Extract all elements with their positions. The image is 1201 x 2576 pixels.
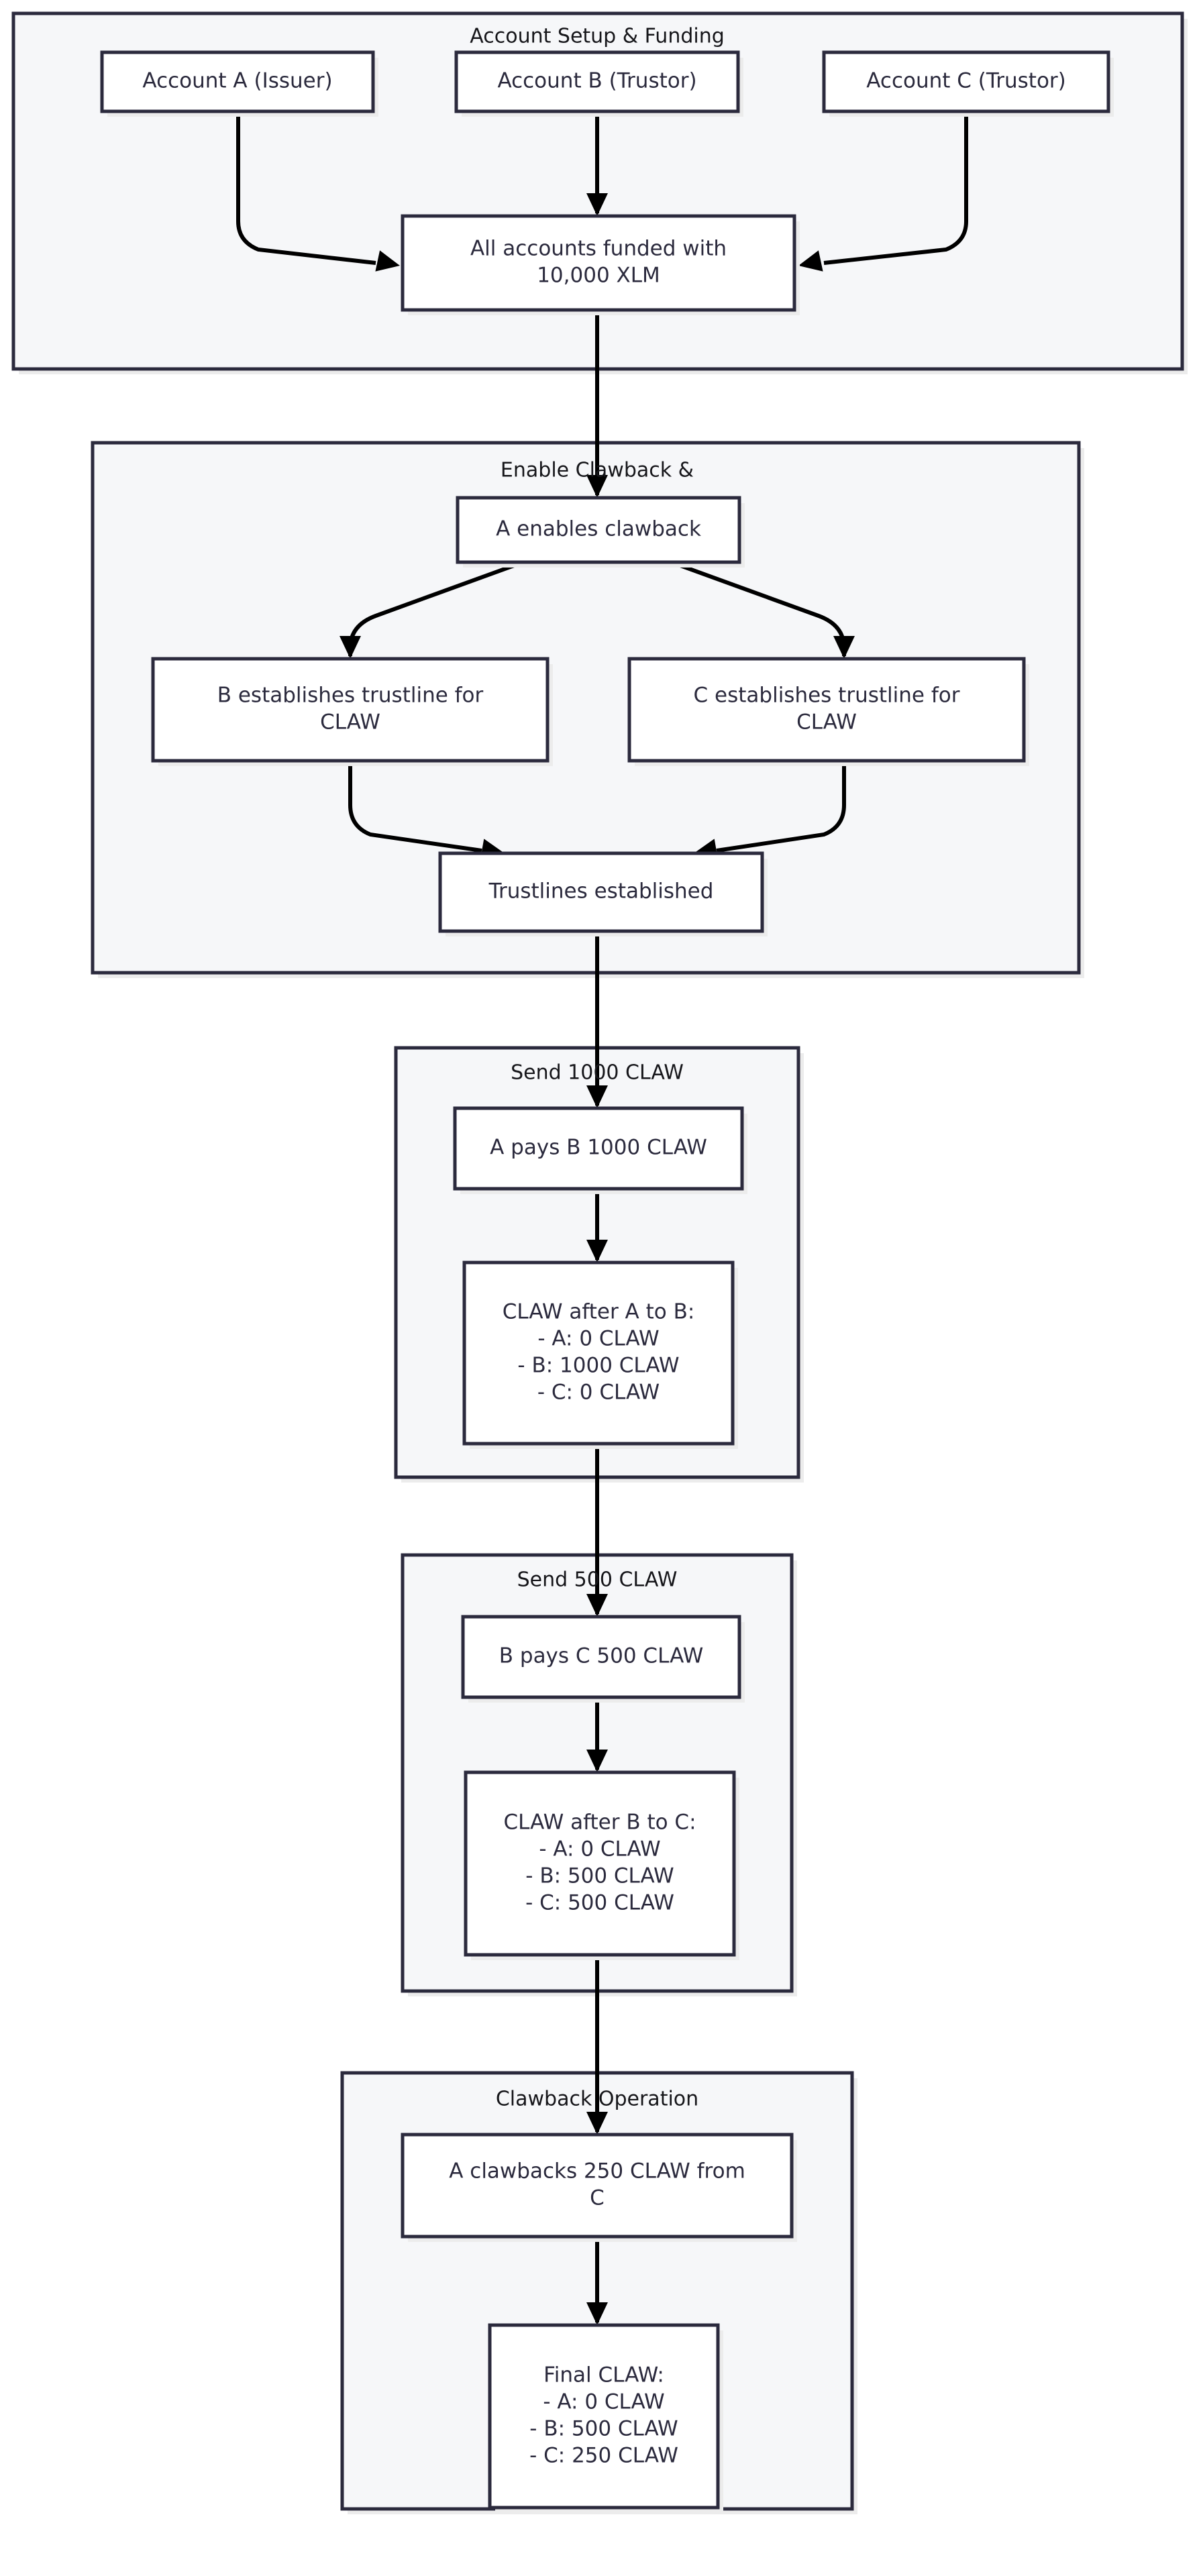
account-b-node-label-line-0: Account B (Trustor) [497, 69, 696, 93]
edge-balance2-to-clawback-arrowhead-icon [586, 2112, 608, 2135]
all-accounts-funded-node-label-line-0: All accounts funded with [470, 237, 727, 261]
final-claw-node[interactable]: Final CLAW: - A: 0 CLAW - B: 500 CLAW - C: … [488, 2323, 723, 2513]
edge-clawback-to-final-arrowhead-icon [586, 2302, 608, 2325]
a-enables-clawback-node[interactable]: A enables clawback [456, 496, 745, 568]
node-layer: Account A (Issuer) Account B (Trustor) Acc… [100, 50, 1114, 2513]
final-claw-node-label-line-1: - A: 0 CLAW [543, 2390, 664, 2414]
edge-balance1-to-b-pays-c [586, 1444, 608, 1617]
trustlines-established-node-box[interactable] [438, 851, 764, 933]
edge-account-c-to-funded [798, 111, 968, 272]
claw-after-b-to-c-node-label-line-0: CLAW after B to C: [503, 1811, 696, 1835]
all-accounts-funded-node[interactable]: All accounts funded with 10,000 XLM [401, 214, 800, 315]
b-establishes-trustline-node-label-line-1: CLAW [320, 710, 380, 735]
edge-a-pays-b-to-balance-arrowhead-icon [586, 1240, 608, 1263]
all-accounts-funded-node-box[interactable] [401, 214, 796, 312]
a-pays-b-node-label-line-0: A pays B 1000 CLAW [490, 1136, 707, 1160]
edge-b-trustline-to-established-line [348, 761, 482, 853]
account-a-node-box[interactable] [100, 50, 375, 113]
cluster-send-1000-title: Send 1000 CLAW [511, 1061, 684, 1085]
a-pays-b-node[interactable]: A pays B 1000 CLAW [453, 1106, 747, 1194]
all-accounts-funded-node-label-line-1: 10,000 XLM [537, 264, 660, 288]
b-establishes-trustline-node-box[interactable] [151, 657, 550, 763]
account-a-node[interactable]: Account A (Issuer) [100, 50, 378, 117]
claw-after-b-to-c-node-box[interactable] [464, 1770, 736, 1957]
final-claw-node-label-line-0: Final CLAW: [543, 2363, 664, 2387]
b-pays-c-node-label-line-0: B pays C 500 CLAW [499, 1644, 703, 1668]
a-clawbacks-node-label-line-0: A clawbacks 250 CLAW from [449, 2159, 745, 2184]
edge-account-b-to-funded [586, 111, 608, 216]
cluster-send-500-title: Send 500 CLAW [517, 1568, 678, 1592]
trustlines-established-node[interactable]: Trustlines established [438, 851, 768, 936]
account-a-node-label-line-0: Account A (Issuer) [142, 69, 332, 93]
edge-account-b-to-funded-arrowhead-icon [586, 193, 608, 216]
claw-after-a-to-b-node-label-line-3: - C: 0 CLAW [537, 1381, 660, 1405]
edge-trustlines-to-a-pays-b [586, 931, 608, 1108]
b-establishes-trustline-node-label-line-0: B establishes trustline for [217, 684, 484, 708]
cluster-clawback-operation-title: Clawback Operation [496, 2088, 698, 2111]
edge-trustlines-to-a-pays-b-arrowhead-icon [586, 1085, 608, 1108]
claw-after-a-to-b-node-label-line-2: - B: 1000 CLAW [517, 1354, 679, 1378]
claw-after-b-to-c-node-label-line-1: - A: 0 CLAW [539, 1837, 660, 1862]
edge-account-a-to-funded-arrowhead-icon [375, 250, 400, 272]
c-establishes-trustline-node-label-line-0: C establishes trustline for [694, 684, 960, 708]
claw-after-a-to-b-node-box[interactable] [462, 1260, 735, 1446]
trustlines-established-node-label-line-0: Trustlines established [488, 879, 714, 904]
edge-account-c-to-funded-arrowhead-icon [798, 250, 823, 272]
edge-a-enables-to-c-trustline-arrowhead-icon [833, 636, 855, 659]
edge-balance1-to-b-pays-c-arrowhead-icon [586, 1594, 608, 1617]
claw-after-b-to-c-node-label-line-2: - B: 500 CLAW [525, 1864, 674, 1888]
edge-account-a-to-funded-line [236, 111, 376, 265]
claw-after-b-to-c-node-label-line-3: - C: 500 CLAW [525, 1891, 674, 1915]
claw-after-a-to-b-node-label-line-1: - A: 0 CLAW [537, 1327, 659, 1351]
edge-a-pays-b-to-balance [586, 1189, 608, 1263]
b-pays-c-node-box[interactable] [461, 1615, 741, 1699]
edge-account-a-to-funded [236, 111, 400, 272]
edge-funded-to-a-enables [586, 310, 608, 498]
claw-after-a-to-b-node-label-line-0: CLAW after A to B: [503, 1300, 695, 1324]
edge-b-pays-c-to-balance-arrowhead-icon [586, 1750, 608, 1772]
a-clawbacks-node-label-line-1: C [590, 2186, 605, 2210]
edge-clawback-to-final [586, 2237, 608, 2325]
edge-funded-to-a-enables-arrowhead-icon [586, 475, 608, 498]
account-c-node-box[interactable] [822, 50, 1110, 113]
account-c-node[interactable]: Account C (Trustor) [822, 50, 1114, 117]
claw-after-b-to-c-node[interactable]: CLAW after B to C:- A: 0 CLAW- B: 500 CL… [464, 1770, 739, 1960]
edge-a-enables-to-b-trustline-arrowhead-icon [340, 636, 361, 659]
final-claw-node-label-line-3: - C: 250 CLAW [529, 2444, 678, 2468]
c-establishes-trustline-node-label-line-1: CLAW [796, 710, 857, 735]
cluster-account-setup-title: Account Setup & Funding [470, 25, 725, 48]
c-establishes-trustline-node-box[interactable] [627, 657, 1026, 763]
edge-a-enables-to-b-trustline [340, 560, 525, 659]
account-c-node-label-line-0: Account C (Trustor) [866, 69, 1066, 93]
account-b-node[interactable]: Account B (Trustor) [454, 50, 743, 117]
account-b-node-box[interactable] [454, 50, 740, 113]
edge-layer [236, 111, 968, 2325]
edge-account-c-to-funded-line [823, 111, 968, 265]
claw-after-a-to-b-node[interactable]: CLAW after A to B: - A: 0 CLAW - B: 1000 C… [462, 1260, 738, 1449]
a-clawbacks-node-box[interactable] [401, 2133, 794, 2239]
a-enables-clawback-node-label-line-0: A enables clawback [496, 517, 701, 541]
edge-b-pays-c-to-balance [586, 1697, 608, 1772]
edge-balance2-to-clawback [586, 1955, 608, 2135]
b-pays-c-node[interactable]: B pays C 500 CLAW [461, 1615, 745, 1703]
final-claw-node-box[interactable] [488, 2323, 720, 2510]
a-enables-clawback-node-box[interactable] [456, 496, 741, 564]
cluster-enable-clawback-title: Enable Clawback & [501, 459, 694, 482]
final-claw-node-label-line-2: - B: 500 CLAW [529, 2417, 678, 2441]
a-pays-b-node-box[interactable] [453, 1106, 744, 1191]
edge-c-trustline-to-established-line [716, 761, 846, 853]
edge-a-enables-to-c-trustline [670, 560, 855, 659]
